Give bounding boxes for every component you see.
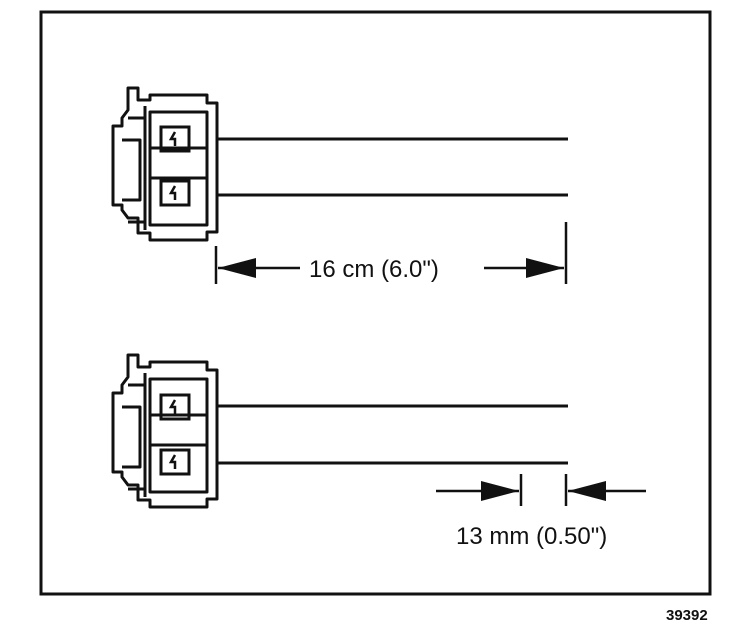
dimension-label-16cm: 16 cm (6.0") [309,256,439,283]
figure-number: 39392 [666,607,708,624]
terminal-top-lower [159,179,191,207]
terminal-bottom-lower [159,448,191,476]
connector-bottom [111,353,219,509]
arrowhead-left [218,258,256,278]
terminal-bottom-upper [159,393,191,421]
dimension-label-13mm: 13 mm (0.50") [456,523,607,550]
arrowhead-pointing-left [568,481,606,501]
dimension-16cm [214,222,568,284]
dimension-13mm [436,474,646,506]
terminal-top-upper [159,125,191,153]
arrowhead-pointing-right [481,481,519,501]
diagram-frame [39,10,712,596]
connector-top [111,86,219,242]
arrowhead-right [526,258,564,278]
